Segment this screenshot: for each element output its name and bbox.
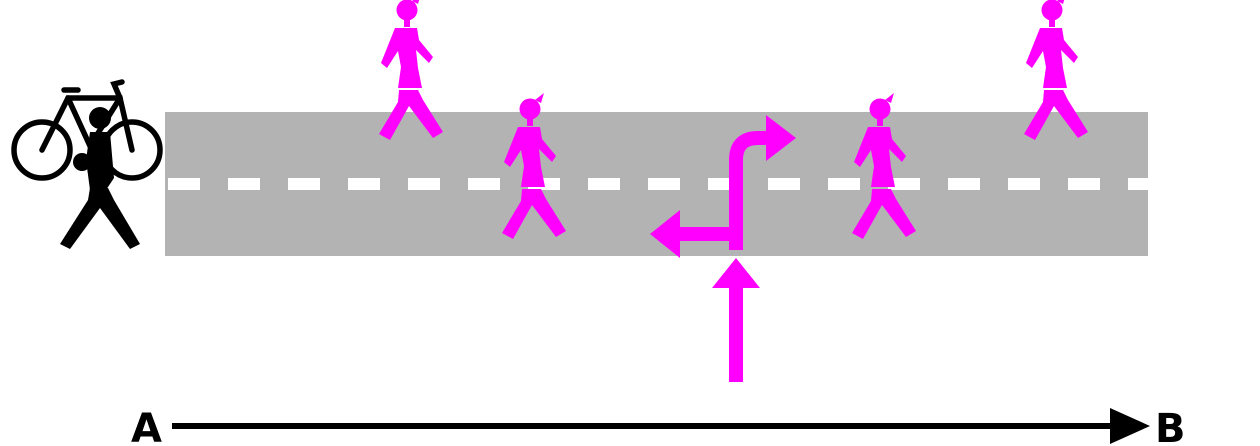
turn-arrow-icon bbox=[650, 115, 796, 258]
axis-end-label: B bbox=[1155, 406, 1186, 446]
cyclist-carrying-bike-icon bbox=[14, 82, 160, 249]
axis-start-label: A bbox=[131, 406, 162, 446]
straight-arrow-icon bbox=[712, 258, 760, 382]
direction-arrow-icon bbox=[1110, 408, 1150, 444]
